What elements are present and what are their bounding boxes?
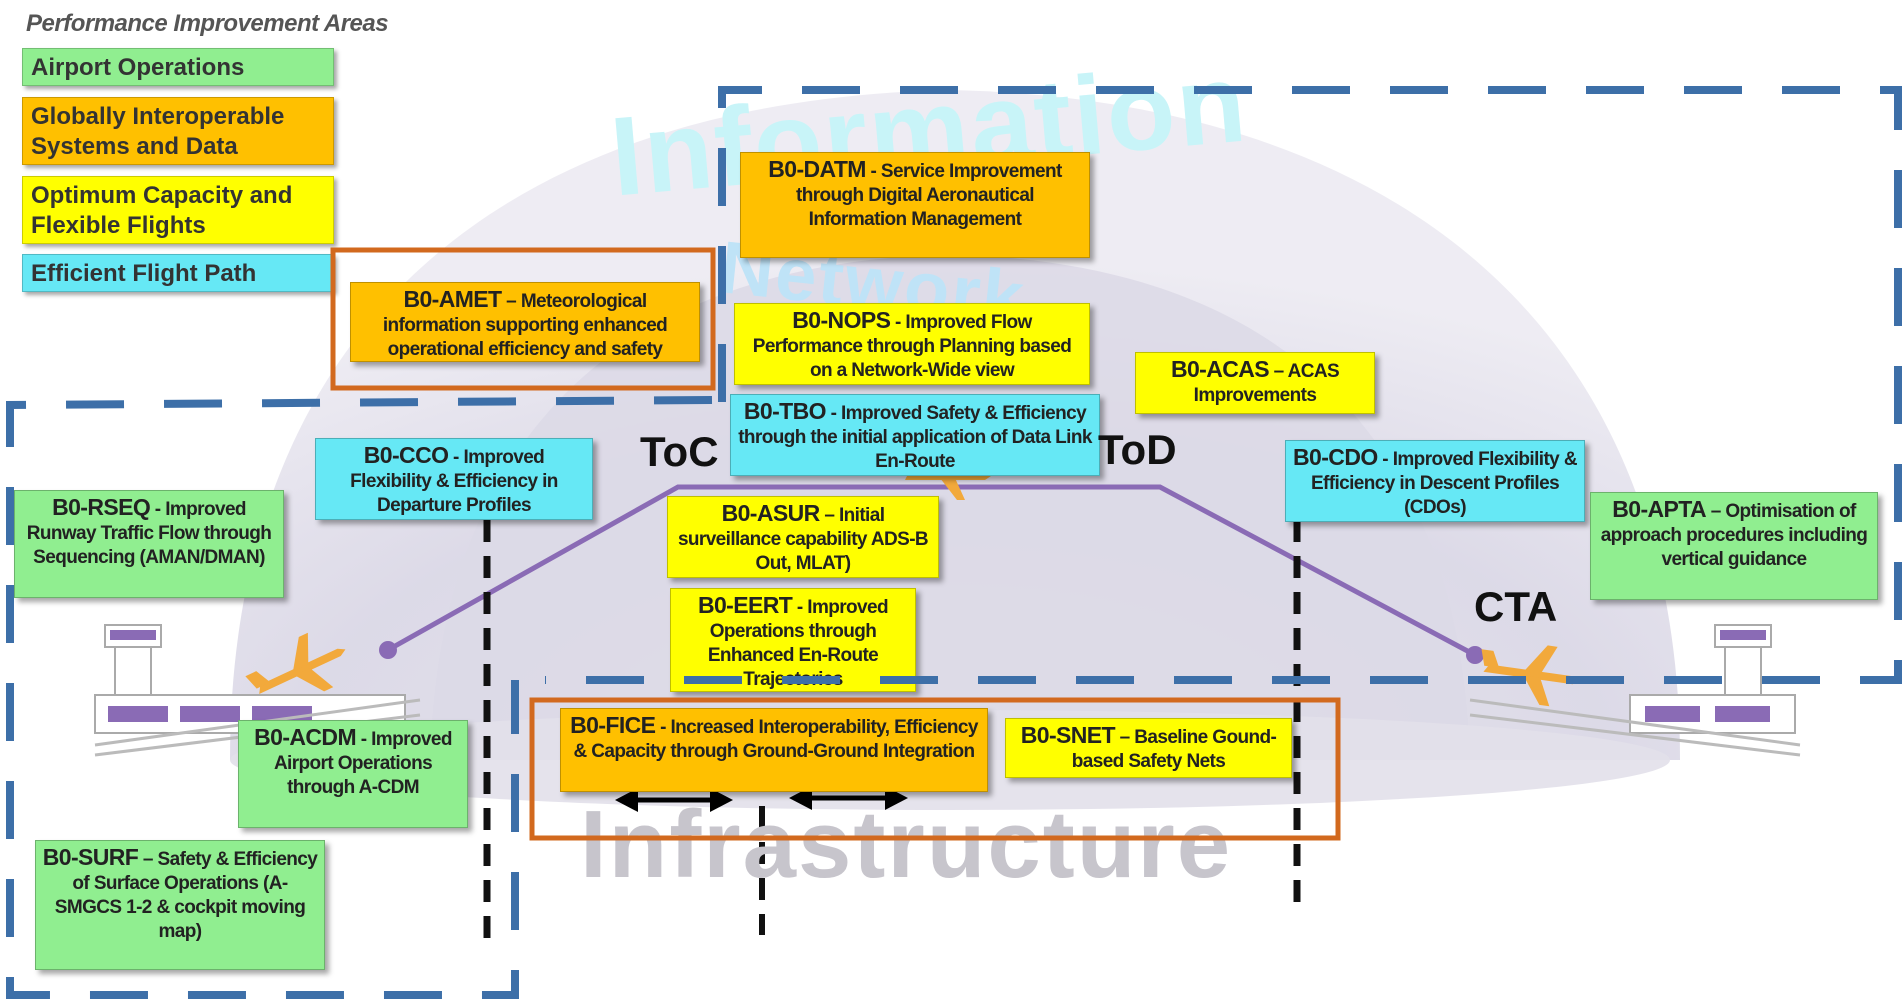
module-acdm-code: B0-ACDM xyxy=(254,724,357,750)
module-nops-code: B0-NOPS xyxy=(792,307,891,333)
legend-optimum-capacity: Optimum Capacity and Flexible Flights xyxy=(22,176,334,244)
module-nops: B0-NOPS - Improved Flow Performance thro… xyxy=(734,303,1090,385)
module-amet: B0-AMET – Meteorological information sup… xyxy=(350,282,700,362)
cta-label: CTA xyxy=(1474,583,1558,630)
module-apta-code: B0-APTA xyxy=(1612,496,1707,522)
module-snet: B0-SNET – Baseline Gound-based Safety Ne… xyxy=(1005,718,1292,778)
module-apta: B0-APTA – Optimisation of approach proce… xyxy=(1590,492,1878,600)
tod-label: ToD xyxy=(1098,426,1177,473)
climb-start-dot xyxy=(379,641,397,659)
module-cdo: B0-CDO - Improved Flexibility & Efficien… xyxy=(1285,440,1585,522)
module-datm: B0-DATM - Service Improvement through Di… xyxy=(740,152,1090,258)
legend-efficient-flight-path: Efficient Flight Path xyxy=(22,254,334,292)
module-amet-code: B0-AMET xyxy=(403,286,502,312)
module-cco: B0-CCO - Improved Flexibility & Efficien… xyxy=(315,438,593,520)
module-tbo: B0-TBO - Improved Safety & Efficiency th… xyxy=(730,394,1100,476)
legend-globally-interoperable: Globally Interoperable Systems and Data xyxy=(22,97,334,165)
module-fice: B0-FICE - Increased Interoperability, Ef… xyxy=(560,708,988,792)
module-cco-code: B0-CCO xyxy=(363,442,449,468)
module-asur-code: B0-ASUR xyxy=(721,500,821,526)
module-acdm: B0-ACDM - Improved Airport Operations th… xyxy=(238,720,468,828)
module-tbo-code: B0-TBO xyxy=(743,398,827,424)
module-snet-code: B0-SNET xyxy=(1020,722,1116,748)
module-fice-code: B0-FICE xyxy=(570,712,656,738)
descent-end-dot xyxy=(1466,646,1484,664)
module-surf: B0-SURF – Safety & Efficiency of Surface… xyxy=(35,840,325,970)
module-asur: B0-ASUR – Initial surveillance capabilit… xyxy=(667,496,939,578)
module-rseq: B0-RSEQ - Improved Runway Traffic Flow t… xyxy=(14,490,284,598)
module-eert-code: B0-EERT xyxy=(697,592,793,618)
module-acas: B0-ACAS – ACAS Improvements xyxy=(1135,352,1375,414)
module-acas-code: B0-ACAS xyxy=(1170,356,1270,382)
module-rseq-code: B0-RSEQ xyxy=(52,494,151,520)
legend-title: Performance Improvement Areas xyxy=(26,10,389,37)
module-surf-code: B0-SURF xyxy=(42,844,139,870)
module-eert: B0-EERT - Improved Operations through En… xyxy=(670,588,916,692)
infrastructure-word: Infrastructure xyxy=(580,791,1233,898)
module-cdo-code: B0-CDO xyxy=(1293,444,1378,470)
toc-label: ToC xyxy=(640,428,719,475)
module-datm-code: B0-DATM xyxy=(768,156,866,182)
legend-airport-operations: Airport Operations xyxy=(22,48,334,86)
